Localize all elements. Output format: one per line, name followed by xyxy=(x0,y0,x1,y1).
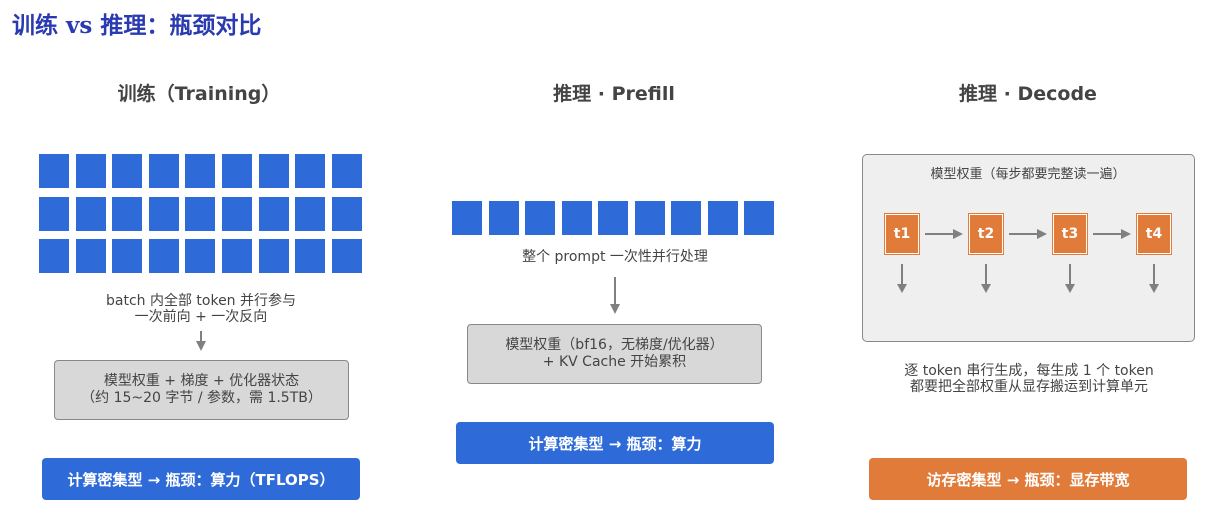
training-token-square xyxy=(148,196,179,231)
decode-right-arrow xyxy=(1093,229,1131,239)
decode-down-arrow xyxy=(1149,264,1159,293)
training-token-square xyxy=(295,239,326,273)
training-heading: 训练（Training） xyxy=(117,83,281,105)
training-token-square xyxy=(185,154,216,188)
training-description: batch 内全部 token 并行参与 一次前向 + 一次反向 xyxy=(106,293,296,325)
decode-down-arrow xyxy=(897,264,907,293)
training-token-square xyxy=(222,196,252,231)
training-desc-line1: batch 内全部 token 并行参与 xyxy=(105,293,297,309)
decode-token-t2: t2 xyxy=(968,213,1004,255)
decode-right-arrow xyxy=(925,229,963,239)
training-token-square xyxy=(222,239,252,273)
training-token-square xyxy=(185,239,216,273)
decode-down-arrow xyxy=(981,264,991,293)
training-token-square xyxy=(331,154,362,188)
training-token-square xyxy=(258,154,289,188)
page-title: 训练 vs 推理：瓶颈对比 xyxy=(12,12,262,39)
prefill-token-square xyxy=(598,201,628,235)
training-token-square xyxy=(148,239,179,273)
training-token-square xyxy=(295,154,326,188)
decode-down-arrow xyxy=(1065,264,1075,293)
training-memory-box: 模型权重 + 梯度 + 优化器状态 （约 15~20 字节 / 参数，需 1.5… xyxy=(54,360,349,420)
training-box-line2: （约 15~20 字节 / 参数，需 1.5TB） xyxy=(81,390,322,406)
training-token-square xyxy=(75,196,106,231)
decode-description: 逐 token 串行生成，每生成 1 个 token 都要把全部权重从显存搬运到… xyxy=(904,363,1153,395)
training-bottleneck-banner: 计算密集型 → 瓶颈：算力（TFLOPS） xyxy=(42,458,360,500)
prefill-token-square xyxy=(707,201,738,235)
training-token-square xyxy=(39,239,69,273)
prefill-box-line1: 模型权重（bf16，无梯度/优化器） xyxy=(505,337,724,353)
training-token-square xyxy=(258,196,289,231)
training-arrow xyxy=(196,331,206,351)
training-token-square xyxy=(39,154,69,188)
prefill-token-square xyxy=(634,201,665,235)
prefill-box-line2: + KV Cache 开始累积 xyxy=(542,354,687,370)
training-token-square xyxy=(75,154,106,188)
decode-panel-label: 模型权重（每步都要完整读一遍） xyxy=(930,167,1126,182)
prefill-arrow xyxy=(610,277,620,314)
decode-token-t4: t4 xyxy=(1136,213,1172,255)
training-token-square xyxy=(331,239,362,273)
decode-desc-line1: 逐 token 串行生成，每生成 1 个 token xyxy=(904,363,1154,379)
prefill-token-square xyxy=(525,201,555,235)
prefill-token-square xyxy=(744,201,774,235)
decode-token-t1: t1 xyxy=(884,213,920,255)
prefill-token-square xyxy=(452,201,482,235)
decode-desc-line2: 都要把全部权重从显存搬运到计算单元 xyxy=(910,379,1148,395)
decode-heading: 推理 · Decode xyxy=(959,83,1097,105)
prefill-token-square xyxy=(671,201,701,235)
training-token-square xyxy=(112,154,143,188)
training-box-line1: 模型权重 + 梯度 + 优化器状态 xyxy=(103,373,300,389)
prefill-memory-box: 模型权重（bf16，无梯度/优化器） + KV Cache 开始累积 xyxy=(467,324,762,384)
prefill-heading: 推理 · Prefill xyxy=(553,83,675,105)
training-token-square xyxy=(148,154,179,188)
training-token-square xyxy=(112,196,143,231)
decode-right-arrow xyxy=(1009,229,1047,239)
decode-token-t3: t3 xyxy=(1052,213,1088,255)
training-token-square xyxy=(331,196,362,231)
training-token-square xyxy=(295,196,326,231)
prefill-token-square xyxy=(561,201,592,235)
decode-bottleneck-banner: 访存密集型 → 瓶颈：显存带宽 xyxy=(869,458,1187,500)
training-token-square xyxy=(258,239,289,273)
prefill-token-square xyxy=(488,201,519,235)
training-token-square xyxy=(222,154,252,188)
training-token-square xyxy=(185,196,216,231)
training-token-square xyxy=(112,239,143,273)
prefill-bottleneck-banner: 计算密集型 → 瓶颈：算力 xyxy=(456,422,774,464)
training-desc-line2: 一次前向 + 一次反向 xyxy=(134,309,268,325)
training-token-square xyxy=(75,239,106,273)
prefill-description: 整个 prompt 一次性并行处理 xyxy=(522,249,708,265)
training-token-square xyxy=(39,196,69,231)
